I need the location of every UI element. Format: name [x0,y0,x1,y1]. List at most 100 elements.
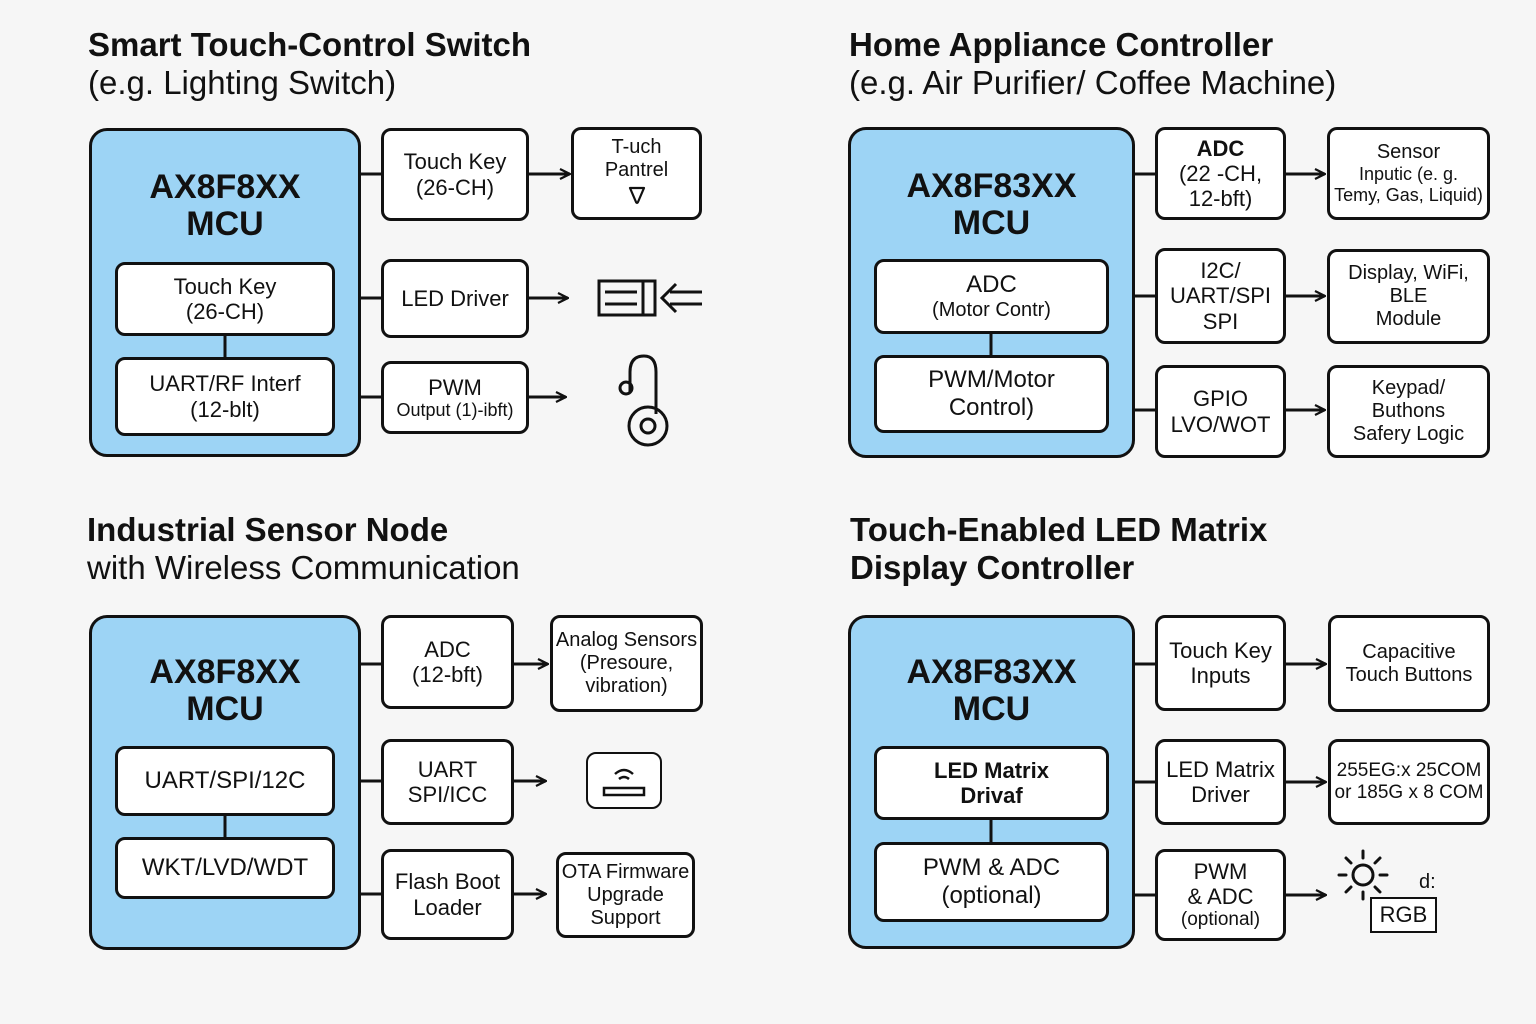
q4-inner-led-matrix-l2: Drivaf [960,783,1023,808]
q2-adc-box: ADC (22 -CH, 12-bft) [1155,127,1286,220]
q2-sensor-l3: Temy, Gas, Liquid) [1334,185,1483,205]
wireless-module-icon [586,752,662,809]
q3-inner-uart-spi-l1: UART/SPI/12C [144,767,306,795]
q4-capacitive-l2: Touch Buttons [1345,663,1473,686]
q4-inner-led-matrix: LED Matrix Drivaf [874,746,1109,820]
q2-gpio-l2: LVO/WOT [1170,411,1271,437]
q2-display-l2: BLE [1389,285,1428,307]
q2-gpio-box: GPIO LVO/WOT [1155,365,1286,458]
q3-adc-box: ADC (12-bft) [381,615,514,709]
q3-title: Industrial Sensor Node with Wireless Com… [87,511,520,587]
q3-analog-l1: Analog Sensors [555,629,698,651]
q1-title-sub: (e.g. Lighting Switch) [88,63,397,101]
q2-sensor-l1: Sensor [1376,141,1441,164]
q2-inner-adc: ADC (Motor Contr) [874,259,1109,334]
q2-mcu-part: AX8F83XX [906,167,1077,205]
q2-sensor-l2: Inputic (e. g. [1358,164,1459,185]
q1-inner-uart-rf-l1: UART/RF Interf [149,371,301,397]
q2-adc-l1: ADC [1196,135,1245,161]
q1-led-driver-box: LED Driver [381,259,529,338]
led-strip-icon [597,279,702,317]
q2-inner-adc-l1: ADC [966,271,1017,299]
q1-inner-touch-key-l1: Touch Key [173,273,277,299]
q2-adc-l3: 12-bft) [1188,186,1253,212]
q2-keypad-l2: Buthons [1371,400,1446,422]
q2-inner-adc-l2: (Motor Contr) [932,298,1051,321]
q4-mcu-part: AX8F83XX [906,653,1077,691]
q3-title-sub: with Wireless Communication [87,548,520,586]
q3-ota-l3: Support [590,906,661,929]
q4-title-main: Touch-Enabled LED Matrix [850,511,1268,548]
q1-pwm-l1: PWM [428,374,482,400]
q4-touch-key-box: Touch Key Inputs [1155,615,1286,711]
q1-inner-uart-rf-l2: (12-blt) [190,396,260,422]
q1-touch-panel-l1: T-uch [611,136,662,158]
q4-touch-key-l1: Touch Key [1169,637,1272,663]
q3-inner-wkt-l1: WKT/LVD/WDT [141,854,309,882]
q4-matrix-size-box: 255EG:x 25COM or 185G x 8 COM [1328,739,1490,825]
q4-title-sub: Display Controller [850,548,1135,586]
q2-inner-pwm-motor-l1: PWM/Motor [928,366,1055,394]
q3-analog-l3: vibration) [585,675,668,697]
q3-analog-box: Analog Sensors (Presoure, vibration) [550,615,703,712]
q1-touch-key-l2: (26-CH) [415,174,495,200]
q2-keypad-l1: Keypad/ [1371,377,1446,399]
q1-inner-uart-rf: UART/RF Interf (12-blt) [115,357,335,436]
q4-capacitive-l1: Capacitive [1362,640,1456,663]
q1-pwm-l2: Output (1)-ibft) [396,399,514,420]
q4-pwm-adc-l3: (optional) [1180,909,1261,931]
q1-mcu-part: AX8F8XX [149,168,301,206]
q2-i2c-l2: UART/SPI [1169,283,1272,309]
sun-icon [1337,849,1389,901]
q4-rgb-badge: RGB [1370,897,1437,933]
q2-display-l3: Module [1375,308,1442,330]
q2-inner-pwm-motor-l2: Control) [948,394,1035,421]
q3-ota-box: OTA Firmware Upgrade Support [556,852,695,938]
q1-inner-touch-key-l2: (26-CH) [185,299,265,324]
q4-led-driver-box: LED Matrix Driver [1155,739,1286,825]
q4-pwm-adc-l2: & ADC [1187,884,1254,910]
q3-adc-l1: ADC [424,636,471,662]
q3-analog-l2: (Presoure, [579,652,674,674]
q2-title-sub: (e.g. Air Purifier/ Coffee Machine) [849,63,1337,101]
q4-touch-key-l2: Inputs [1190,663,1251,688]
q3-inner-wkt: WKT/LVD/WDT [115,837,335,899]
q2-mcu-label: AX8F83XX MCU [851,167,1132,243]
q3-flash-l1: Flash Boot [394,869,501,895]
q2-i2c-l3: SPI [1202,308,1239,334]
q3-flash-l2: Loader [413,894,482,920]
q2-i2c-box: I2C/ UART/SPI SPI [1155,248,1286,344]
q4-pwm-adc-l1: PWM [1193,858,1248,884]
q4-inner-pwm-adc-l1: PWM & ADC [922,854,1061,882]
q1-touch-panel-l2: Pantrel [604,159,669,181]
q2-display-box: Display, WiFi, BLE Module [1327,249,1490,344]
q4-rgb-label: RGB [1379,902,1428,927]
q1-touch-key-box: Touch Key (26-CH) [381,128,529,221]
q4-pwm-adc-box: PWM & ADC (optional) [1155,849,1286,941]
q3-uart-l2: SPI/ICC [407,782,488,807]
appliance-plug-icon [618,354,669,447]
q3-uart-box: UART SPI/ICC [381,739,514,825]
q3-title-main: Industrial Sensor Node [87,511,449,548]
q3-mcu-part: AX8F8XX [149,653,301,691]
q4-mcu-label: AX8F83XX MCU [851,653,1132,729]
q1-title: Smart Touch-Control Switch (e.g. Lightin… [88,26,531,102]
q3-flash-box: Flash Boot Loader [381,849,514,940]
q1-mcu-label: AX8F8XX MCU [92,168,358,244]
q1-mcu-type: MCU [186,205,264,244]
q1-pwm-box: PWM Output (1)-ibft) [381,361,529,434]
q3-mcu-label: AX8F8XX MCU [92,653,358,729]
q2-adc-l2: (22 -CH, [1178,160,1263,186]
q2-title-main: Home Appliance Controller [849,26,1274,63]
q4-capacitive-box: Capacitive Touch Buttons [1328,615,1490,712]
q4-tiny-mark: d: [1419,871,1436,893]
q3-adc-l2: (12-bft) [412,662,483,687]
touch-panel-icon [628,186,645,205]
q2-keypad-box: Keypad/ Buthons Safery Logic [1327,365,1490,458]
q2-sensor-box: Sensor Inputic (e. g. Temy, Gas, Liquid) [1327,127,1490,220]
q3-ota-l1: OTA Firmware [561,860,690,883]
q4-inner-pwm-adc: PWM & ADC (optional) [874,842,1109,922]
q2-display-l1: Display, WiFi, [1348,262,1469,284]
q1-touch-key-l1: Touch Key [403,149,507,175]
q2-inner-pwm-motor: PWM/Motor Control) [874,355,1109,433]
